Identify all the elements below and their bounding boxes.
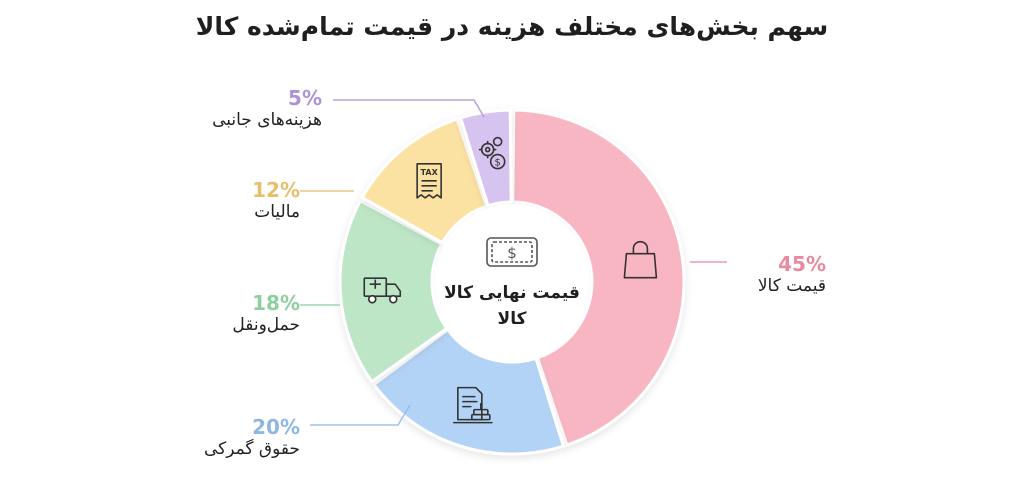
- name-side-costs: هزینه‌های جانبی: [212, 110, 322, 130]
- label-block-tax: 12% مالیات: [150, 178, 300, 222]
- pct-customs: 20%: [252, 415, 300, 439]
- name-transport: حمل‌ونقل: [232, 315, 300, 335]
- document-stamp-icon: [453, 386, 493, 424]
- name-customs: حقوق گمرکی: [203, 439, 300, 459]
- svg-text:$: $: [494, 158, 500, 169]
- pct-goods-price: 45%: [778, 252, 826, 276]
- name-tax: مالیات: [254, 202, 300, 222]
- truck-icon: [363, 277, 402, 304]
- pct-transport: 18%: [252, 291, 300, 315]
- svg-text:$: $: [507, 244, 517, 262]
- center-sublabel: کالا: [497, 309, 527, 329]
- slice-customs: [371, 327, 566, 456]
- pct-side-costs: 5%: [288, 86, 322, 110]
- label-block-goods-price: 45% قیمت کالا: [686, 252, 826, 296]
- center-hole: [434, 204, 590, 360]
- leader-line-customs: [310, 404, 411, 426]
- center-label-block: قیمت نهایی کالا کالا: [432, 280, 592, 332]
- label-block-transport: 18% حمل‌ونقل: [150, 291, 300, 335]
- center-label: قیمت نهایی کالا: [444, 283, 580, 303]
- label-block-side-costs: 5% هزینه‌های جانبی: [150, 86, 322, 130]
- label-block-customs: 20% حقوق گمرکی: [150, 415, 300, 459]
- name-goods-price: قیمت کالا: [757, 276, 826, 296]
- slice-goods-price: [511, 108, 686, 447]
- slice-transport: [338, 198, 449, 384]
- svg-text:TAX: TAX: [421, 168, 439, 177]
- chart-title: سهم بخش‌های مختلف هزینه در قیمت تمام‌شده…: [195, 12, 829, 41]
- gears-dollar-icon: $: [478, 136, 506, 170]
- slice-side-costs: [458, 108, 513, 208]
- pct-tax: 12%: [252, 178, 300, 202]
- shopping-bag-icon: [623, 240, 658, 279]
- leader-line-side-costs: [333, 99, 485, 118]
- banknote-icon: $: [486, 237, 538, 267]
- tax-receipt-icon: TAX: [416, 163, 442, 199]
